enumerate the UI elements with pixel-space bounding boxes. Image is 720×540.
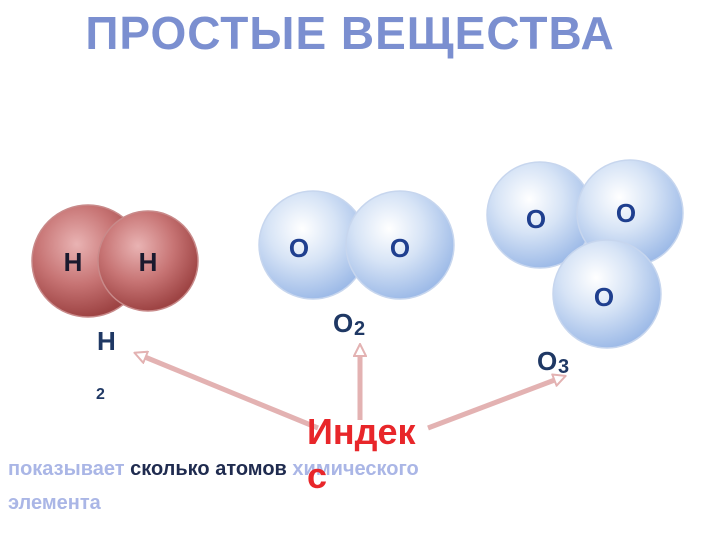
caption-word-how-many: сколько [130,458,210,480]
caption-word-chemical: химического [292,458,419,480]
hydrogen-molecule: H H [31,204,199,318]
h2-formula-subscript: 2 [96,386,105,403]
o3-formula-symbol: O [537,346,558,376]
hydrogen-atom-2 [97,210,199,312]
arrow-to-o3 [427,378,560,431]
slide-title: ПРОСТЫЕ ВЕЩЕСТВА [85,7,615,59]
index-arrows [140,350,560,431]
oxygen-atom-2 [345,190,455,300]
oxygen-atom-1-label: O [289,233,309,263]
caption-word-atoms: атомов [215,458,287,480]
index-label-line2: с [307,455,328,496]
caption-word-shows: показывает [8,458,125,480]
hydrogen-atom-2-label: H [139,247,158,277]
o3-formula-subscript: 3 [558,356,570,378]
o2-formula-symbol: O [333,308,354,338]
caption: показывает сколько атомов химического эл… [8,452,708,520]
ozone-atom-1-label: O [526,204,546,234]
caption-word-element: элемента [8,492,101,514]
o2-formula-subscript: 2 [354,318,366,340]
hydrogen-atom-1-label: H [64,247,83,277]
index-label: Индек с [307,410,416,498]
ozone-atom-3 [552,239,662,349]
ozone-atom-2-label: O [616,198,636,228]
index-label-line1: Индек [307,411,416,452]
ozone-atom-3-label: O [594,282,614,312]
arrow-to-h2 [140,355,319,431]
ozone-molecule: O O O [486,159,684,349]
h2-formula-symbol: H [97,326,116,356]
oxygen-molecule: O O [258,190,455,300]
oxygen-atom-2-label: O [390,233,410,263]
